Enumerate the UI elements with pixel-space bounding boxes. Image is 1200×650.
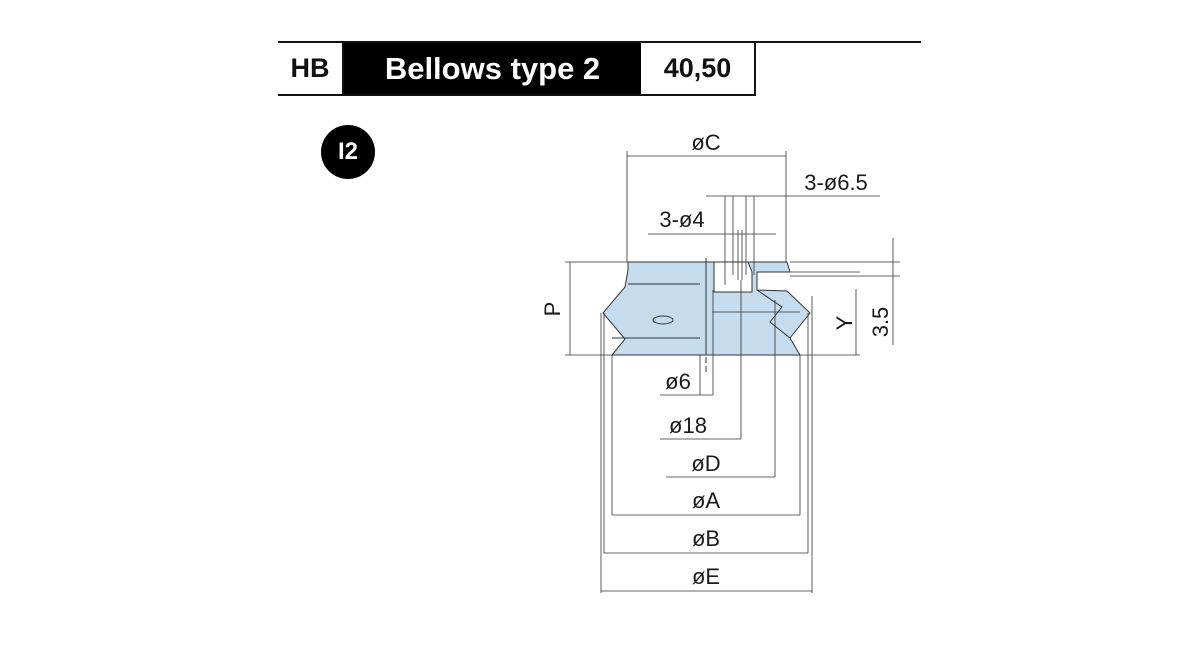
dim-d-label: øD xyxy=(691,451,720,476)
dim-c-label: øC xyxy=(691,130,720,155)
side-hole xyxy=(652,315,674,325)
dim-a-label: øA xyxy=(692,488,720,513)
title-top-rule xyxy=(278,41,921,43)
dim-holes-6-5-label: 3-ø6.5 xyxy=(804,170,868,195)
title-bar: HB Bellows type 2 40,50 xyxy=(278,41,921,97)
inner-fold-line xyxy=(756,289,791,339)
series-code: HB xyxy=(278,43,344,94)
dim-p-label: P xyxy=(540,302,565,317)
variant-badge: I2 xyxy=(321,125,375,179)
dim-3-5-label: 3.5 xyxy=(868,307,893,338)
dim-6-label: ø6 xyxy=(665,369,691,394)
dim-e-label: øE xyxy=(692,564,720,589)
title-bottom-rule xyxy=(278,94,756,96)
product-type-title: Bellows type 2 xyxy=(344,43,641,94)
dim-18-label: ø18 xyxy=(669,413,707,438)
dim-b-label: øB xyxy=(692,526,720,551)
bellows-body-left xyxy=(602,261,707,356)
dim-holes-4-label: 3-ø4 xyxy=(659,207,704,232)
dim-y-label: Y xyxy=(832,315,857,330)
size-range: 40,50 xyxy=(641,43,756,94)
